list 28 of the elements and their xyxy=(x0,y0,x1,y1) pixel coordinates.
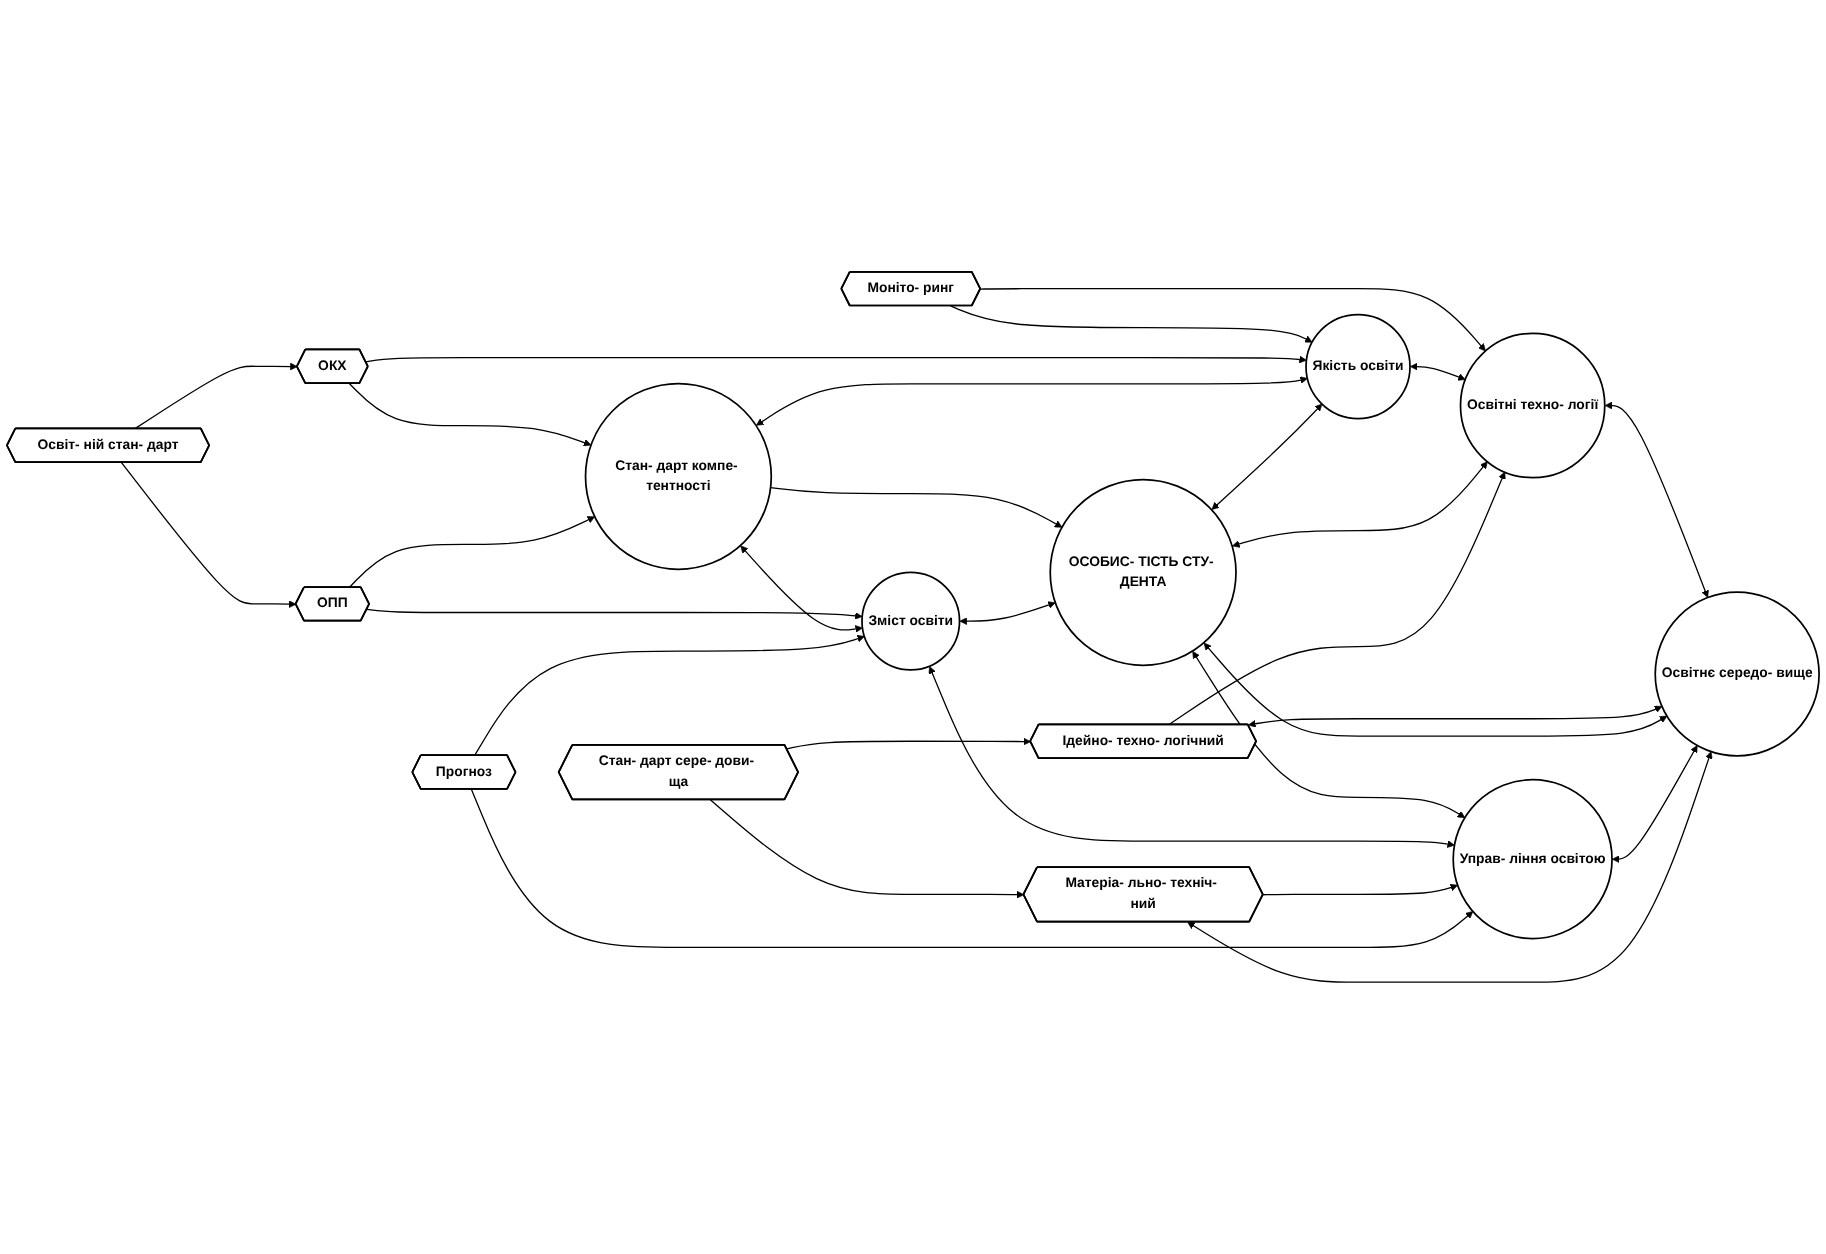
arrow xyxy=(769,487,1063,528)
arrow xyxy=(366,608,863,620)
arrow xyxy=(348,516,596,589)
arrow xyxy=(1232,461,1488,548)
arrow xyxy=(1262,883,1458,896)
arrow xyxy=(470,788,1474,949)
arrow xyxy=(740,545,863,633)
arrow xyxy=(473,634,865,757)
arrow xyxy=(134,362,298,430)
arrow xyxy=(1604,401,1709,598)
arrow xyxy=(1410,362,1466,381)
arrow xyxy=(786,737,1031,750)
arrow xyxy=(1203,642,1668,737)
arrow xyxy=(928,666,1455,848)
arrow xyxy=(1168,471,1506,726)
arrow xyxy=(1612,745,1698,863)
arrow xyxy=(365,355,1307,364)
arrow xyxy=(1187,751,1713,983)
arrow xyxy=(980,288,1486,352)
arrow xyxy=(348,382,592,447)
arrow xyxy=(120,461,297,608)
arrow xyxy=(1192,651,1466,819)
arrow xyxy=(949,305,1313,343)
arrow xyxy=(959,601,1056,625)
arrow xyxy=(709,799,1025,899)
arrow xyxy=(1248,705,1663,728)
arrow xyxy=(756,376,1308,426)
arrow xyxy=(1211,403,1323,510)
